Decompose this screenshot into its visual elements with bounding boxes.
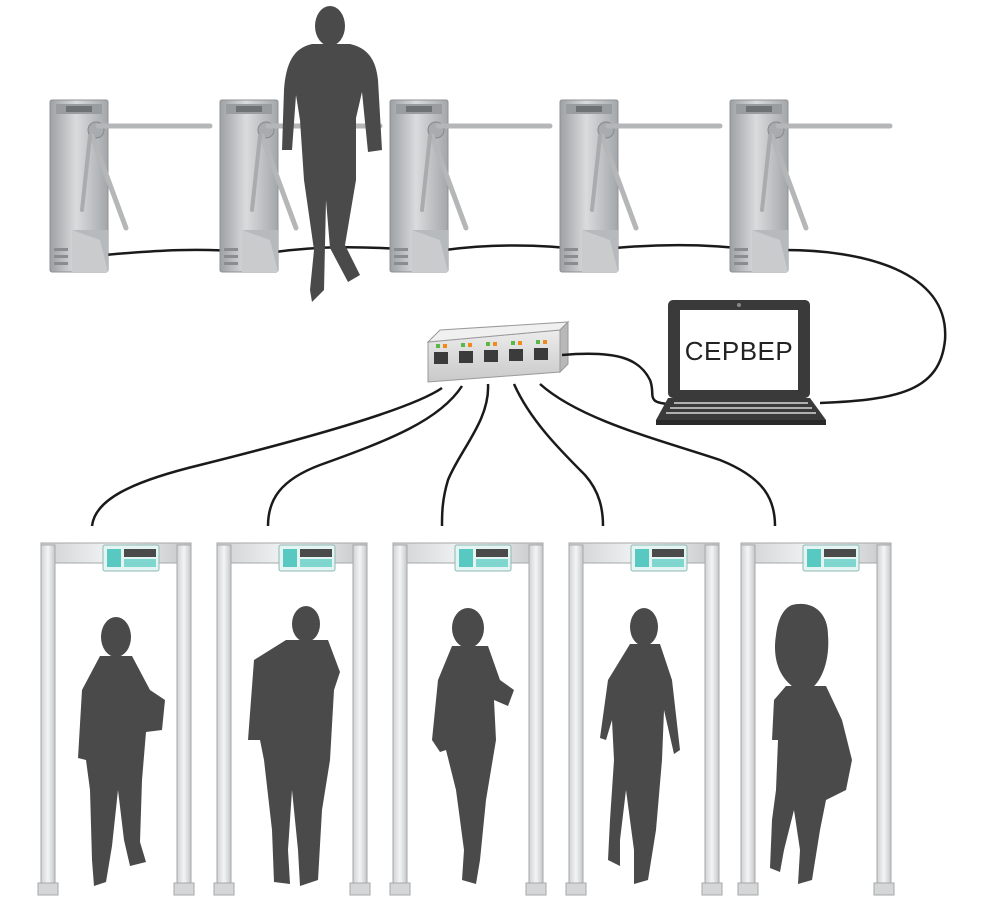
server-laptop: СЕРВЕР bbox=[656, 300, 826, 425]
network-hub bbox=[426, 320, 570, 383]
walking-woman-silhouette bbox=[600, 608, 680, 884]
man-with-phone-silhouette bbox=[248, 606, 340, 886]
hub-port-leds bbox=[436, 340, 547, 348]
server-label: СЕРВЕР bbox=[685, 336, 794, 366]
hub-server-cable bbox=[561, 352, 669, 406]
walking-man-silhouette bbox=[282, 6, 382, 302]
turnstile bbox=[50, 100, 210, 272]
hub-ports bbox=[434, 348, 548, 364]
detector-cables bbox=[90, 383, 777, 527]
woman-with-bag-silhouette bbox=[78, 617, 165, 886]
woman-long-hair-silhouette bbox=[770, 603, 852, 884]
turnstile bbox=[730, 100, 890, 272]
woman-with-phone-silhouette bbox=[432, 608, 514, 884]
